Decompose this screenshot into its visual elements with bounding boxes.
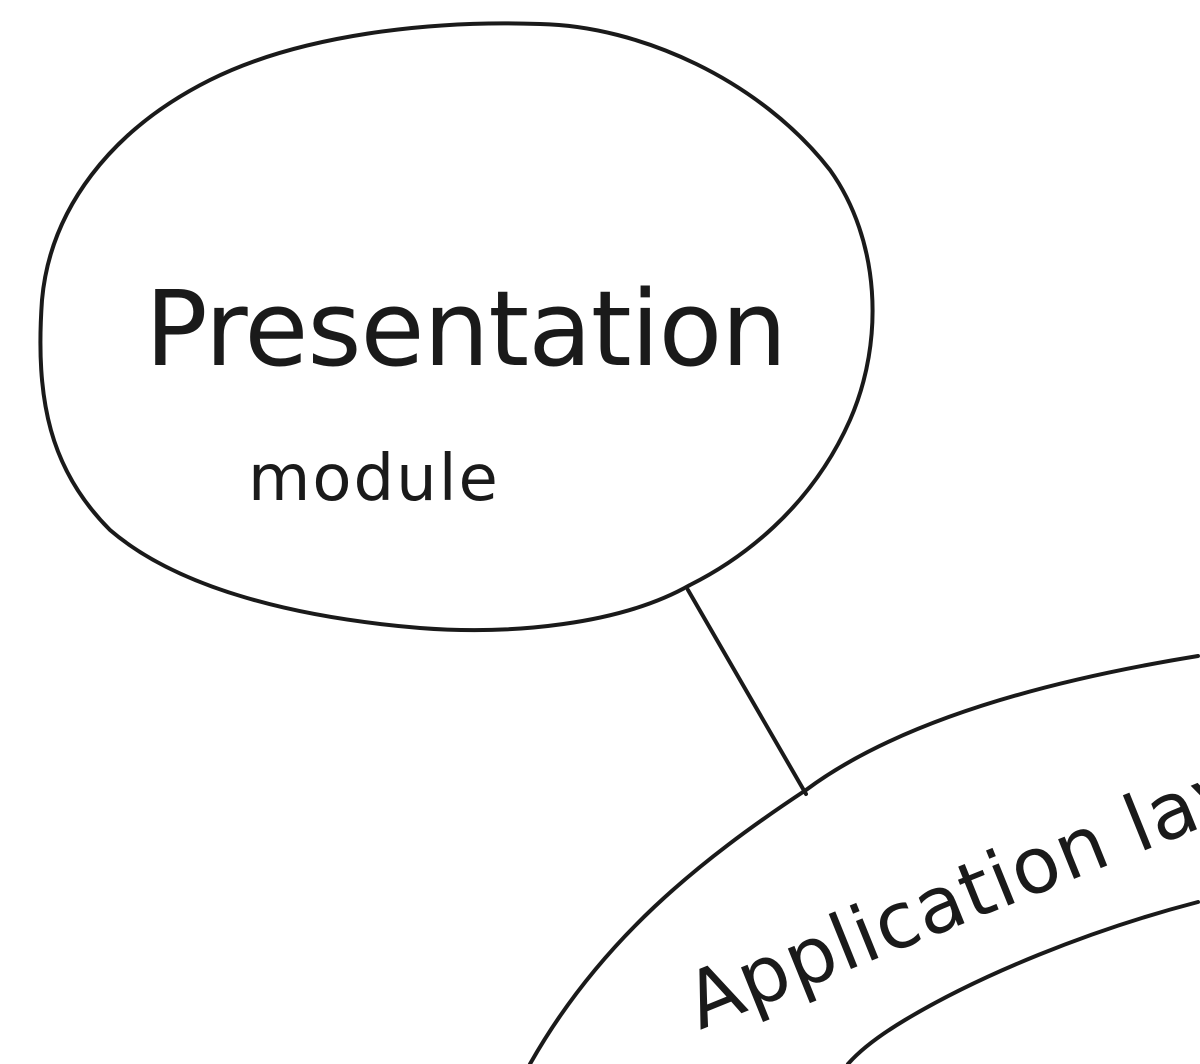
connector-line — [686, 588, 808, 796]
module-title-line1: Presentation — [145, 268, 786, 390]
presentation-module-ellipse[interactable] — [38, 21, 875, 633]
application-layer-outer-arc — [528, 654, 1200, 1064]
application-layer-label: Application layer — [673, 712, 1200, 1048]
application-layer-inner-arc — [846, 900, 1200, 1064]
module-title-line2: module — [248, 442, 500, 516]
